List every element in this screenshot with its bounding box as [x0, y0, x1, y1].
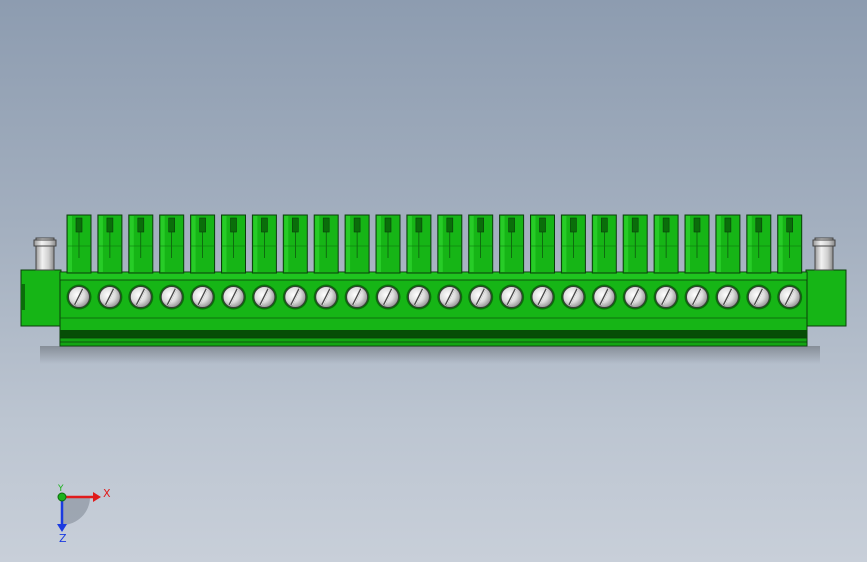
slotted-screw-icon — [159, 284, 185, 310]
slotted-screw-icon — [437, 284, 463, 310]
slotted-screw-icon — [375, 284, 401, 310]
slotted-screw-icon — [591, 284, 617, 310]
terminal-screws — [66, 284, 803, 310]
slotted-screw-icon — [777, 284, 803, 310]
slotted-screw-icon — [530, 284, 555, 310]
terminal-finger — [591, 214, 617, 274]
slotted-screw-icon — [715, 284, 741, 310]
left-flange-notch — [21, 284, 25, 310]
right-flange — [805, 269, 847, 327]
slotted-screw-icon — [684, 284, 710, 310]
part-shadow — [40, 346, 820, 364]
terminal-finger — [746, 214, 772, 274]
slotted-screw-icon — [190, 284, 216, 310]
terminal-finger — [406, 214, 432, 274]
y-axis-label: Y — [57, 484, 64, 494]
slotted-screw-icon — [313, 284, 339, 310]
right-mounting-post — [812, 237, 836, 271]
orientation-triad[interactable]: X Y Z — [57, 484, 111, 545]
terminal-finger — [560, 214, 586, 274]
terminal-finger — [622, 214, 648, 274]
terminal-finger — [715, 214, 741, 274]
terminal-finger — [97, 214, 123, 274]
slotted-screw-icon — [282, 284, 308, 310]
slotted-screw-icon — [468, 284, 494, 310]
terminal-finger — [653, 214, 679, 274]
terminal-finger — [344, 214, 370, 274]
slotted-screw-icon — [251, 284, 277, 310]
slotted-screw-icon — [97, 284, 123, 310]
terminal-finger — [313, 214, 339, 274]
triad-shadow — [62, 497, 90, 525]
terminal-finger — [684, 214, 710, 274]
slotted-screw-icon — [622, 284, 648, 310]
terminal-finger — [468, 214, 494, 274]
terminal-finger — [159, 214, 185, 274]
x-axis-label: X — [103, 487, 111, 500]
terminal-finger — [128, 214, 154, 274]
x-axis-arrow — [93, 492, 101, 502]
terminal-finger — [282, 214, 308, 274]
terminal-finger — [66, 214, 92, 274]
z-axis-label: Z — [59, 532, 67, 545]
slotted-screw-icon — [560, 284, 586, 310]
slotted-screw-icon — [66, 284, 92, 310]
terminal-finger — [251, 214, 277, 274]
body-top-lip — [59, 271, 808, 281]
slotted-screw-icon — [746, 284, 772, 310]
left-mounting-post — [33, 237, 57, 271]
left-flange — [20, 269, 62, 327]
slotted-screw-icon — [221, 284, 246, 310]
terminal-finger — [437, 214, 463, 274]
body-dark-stripe — [60, 330, 807, 338]
slotted-screw-icon — [653, 284, 679, 310]
y-axis-dot — [57, 492, 67, 502]
terminal-finger — [530, 214, 555, 274]
slotted-screw-icon — [344, 284, 370, 310]
slotted-screw-icon — [499, 284, 525, 310]
terminal-finger — [777, 214, 803, 274]
slotted-screw-icon — [406, 284, 432, 310]
slotted-screw-icon — [128, 284, 154, 310]
terminal-finger — [190, 214, 216, 274]
terminal-finger — [221, 214, 246, 274]
terminal-finger — [375, 214, 401, 274]
z-axis-arrow — [57, 524, 67, 532]
terminal-fingers — [66, 214, 803, 274]
terminal-finger — [499, 214, 525, 274]
